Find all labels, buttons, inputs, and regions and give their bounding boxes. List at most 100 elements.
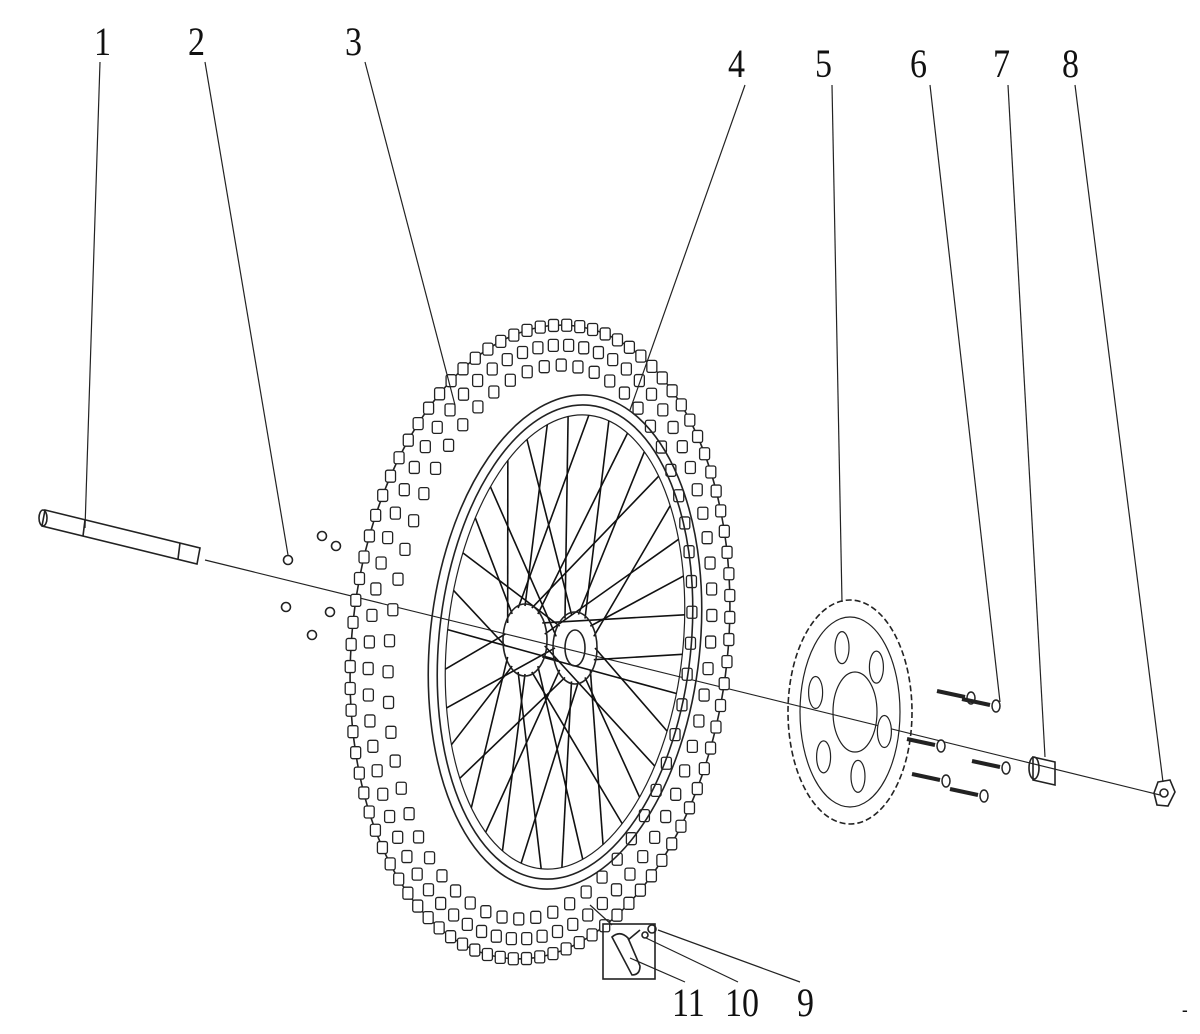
bolt-head	[936, 739, 946, 753]
tread-block	[486, 362, 498, 376]
disc-bolts	[906, 689, 1011, 803]
tread-block	[536, 929, 548, 943]
spoke	[444, 633, 506, 670]
tread-block	[698, 688, 710, 702]
tread-block	[676, 440, 688, 454]
tread-block	[362, 661, 374, 676]
spoke	[489, 486, 557, 637]
spoke	[474, 517, 513, 615]
tread-block	[611, 852, 623, 866]
tread-block	[607, 352, 619, 367]
tread-block	[691, 483, 703, 497]
tread-block	[705, 582, 718, 596]
tread-block	[624, 867, 636, 881]
tread-block	[422, 401, 435, 415]
tread-block	[457, 362, 469, 376]
tread-block	[490, 929, 502, 943]
tread-block	[723, 567, 735, 581]
tread-block	[444, 930, 457, 944]
tread-block	[384, 469, 397, 483]
tread-block	[572, 360, 584, 374]
tread-block	[423, 851, 436, 865]
tread-block	[449, 884, 462, 898]
valve-assembly	[589, 904, 657, 980]
tire	[344, 318, 736, 966]
nuts	[280, 530, 342, 641]
tread-block	[362, 688, 375, 702]
tread-block	[645, 869, 658, 883]
spoke	[542, 613, 685, 624]
axle-nut	[1153, 779, 1176, 807]
tread-block	[381, 530, 394, 545]
tread-block	[586, 928, 598, 942]
tread-block	[710, 484, 722, 498]
nut	[330, 540, 342, 552]
tread-block	[697, 506, 709, 520]
tread-block	[345, 637, 357, 652]
tread-block	[520, 951, 533, 966]
tread-block	[422, 910, 434, 925]
tread-block	[445, 374, 457, 388]
tread-block	[635, 349, 647, 363]
tread-block	[684, 460, 697, 475]
tread-block	[382, 695, 395, 710]
tread-block	[538, 360, 550, 374]
bolt-head	[941, 774, 951, 788]
spoke	[577, 451, 646, 615]
tread-block	[623, 896, 635, 910]
tread-block	[393, 451, 405, 465]
tread-block	[447, 908, 460, 922]
spoke	[531, 671, 623, 825]
tread-block	[350, 593, 362, 607]
tread-block	[402, 433, 414, 447]
tread-block	[632, 401, 644, 415]
tread-block	[402, 886, 414, 900]
tread-block	[403, 807, 415, 821]
tread-block	[691, 781, 703, 796]
tread-block	[675, 819, 687, 833]
spoke	[462, 552, 561, 627]
disc-cutout	[808, 675, 824, 710]
tread-block	[702, 662, 714, 676]
tread-block	[551, 924, 564, 939]
spoke	[517, 414, 590, 609]
tread-block	[660, 809, 672, 824]
tread-block	[392, 572, 404, 586]
tread-block	[433, 921, 445, 935]
tread-block	[363, 805, 375, 819]
tread-block	[521, 323, 533, 338]
spoke	[544, 538, 680, 635]
disc-cutout	[876, 714, 892, 749]
spoke	[593, 505, 671, 637]
tread-block	[344, 681, 356, 696]
spoke	[542, 656, 677, 695]
bolt-shank	[906, 737, 936, 747]
tread-block	[610, 883, 623, 897]
tread-block	[367, 739, 379, 753]
tread-block	[532, 341, 544, 355]
tread-block	[675, 398, 687, 412]
tread-block	[723, 632, 735, 647]
tread-block	[564, 897, 576, 911]
tread-block	[637, 849, 649, 864]
tread-block	[582, 908, 594, 922]
tread-block	[611, 908, 623, 922]
tread-block	[604, 374, 616, 388]
tread-block	[701, 531, 713, 545]
tread-block	[596, 870, 608, 884]
tread-block	[623, 340, 636, 354]
tread-block	[363, 529, 376, 543]
tread-block	[646, 359, 658, 374]
rim	[427, 394, 703, 890]
tread-block	[377, 488, 389, 503]
tread-block	[704, 635, 717, 649]
tread-block	[383, 634, 396, 648]
tread-block	[461, 917, 473, 932]
tread-block	[431, 420, 443, 435]
spoke	[484, 669, 561, 833]
tread-block	[644, 419, 657, 433]
tread-block	[353, 766, 365, 780]
leader-lines	[84, 61, 1164, 983]
tread-block	[401, 849, 413, 864]
